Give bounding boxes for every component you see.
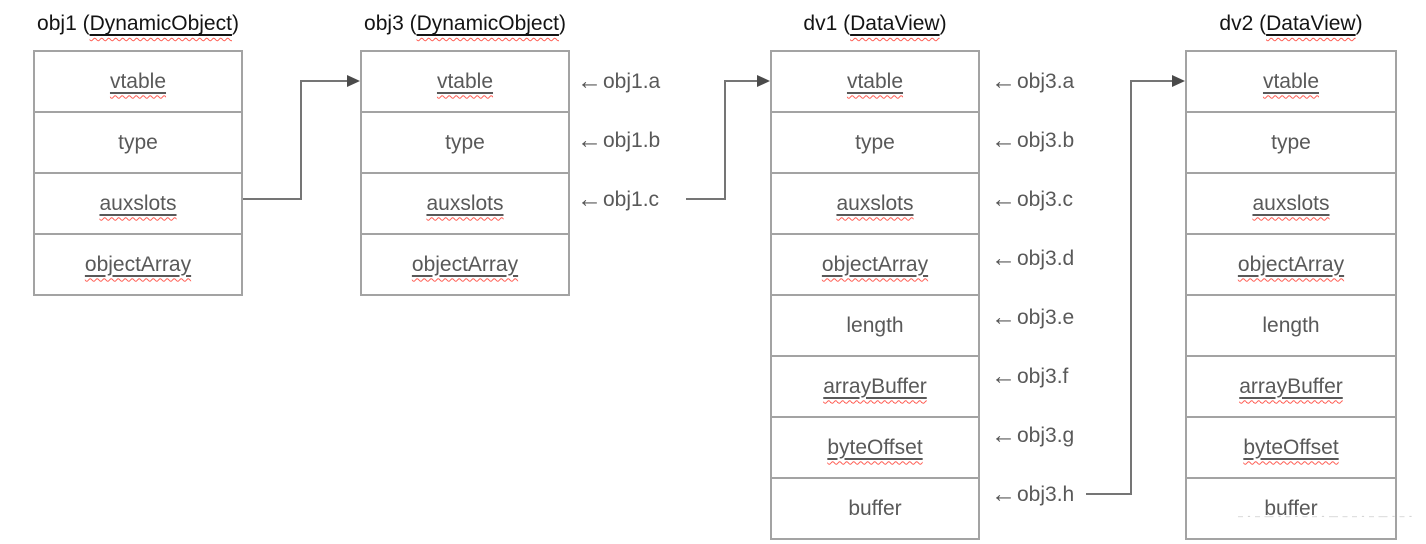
field-row-auxslots: auxslots [35,172,241,233]
pointer-label-text: obj3.f [1017,364,1069,388]
field-row-auxslots: auxslots [362,172,568,233]
title-suffix: ) [939,12,947,35]
field-row-objectArray: objectArray [362,233,568,294]
connector-obj1auxslots-obj3-v [300,80,302,200]
pointer-label-obj3.g: ←obj3.g [991,406,1074,465]
title-suffix: ) [558,12,566,35]
field-row-objectArray: objectArray [1187,233,1395,294]
field-row-vtable: vtable [436,69,494,93]
pointer-label-text: obj3.g [1017,423,1075,447]
connector-obj1c-dv1-v [724,80,726,200]
field-row-objectArray: objectArray [772,233,978,294]
connector-obj1auxslots-obj3-h2 [300,80,347,82]
table-title-obj3: obj3 (DynamicObject) [364,12,566,36]
field-row-byteOffset: byteOffset [772,416,978,477]
pointer-labels-dv1: ←obj3.a←obj3.b←obj3.c←obj3.d←obj3.e←obj3… [991,52,1074,524]
connector-obj1c-dv1-h1 [686,198,726,200]
field-row-buffer: buffer [772,477,978,538]
field-row-type: type [362,111,568,172]
pointer-label-obj1.b: ←obj1.b [577,111,660,170]
arrowhead-into-dv2-vtable [1172,75,1185,87]
pointer-label-text: obj3.a [1017,69,1075,93]
field-row-objectArray: objectArray [35,233,241,294]
pointer-label-text: obj1.c [603,187,660,211]
table-title-dv1: dv1 (DataView) [803,12,946,36]
field-row-type: type [35,111,241,172]
connector-obj1auxslots-obj3-h1 [243,198,301,200]
table-title-dv2: dv2 (DataView) [1219,12,1362,36]
field-row-byteOffset: byteOffset [1187,416,1395,477]
pointer-label-text: obj3.e [1017,305,1075,329]
field-row-buffer: buffer [1187,477,1395,538]
table-title-obj1: obj1 (DynamicObject) [37,12,239,36]
field-row-length: length [772,294,978,355]
pointer-label-text: obj3.c [1017,187,1074,211]
field-row-auxslots: auxslots [1187,172,1395,233]
left-arrow-icon: ← [991,244,1016,272]
left-arrow-icon: ← [991,303,1016,331]
connector-obj3h-dv2-h2 [1130,80,1172,82]
title-prefix: dv2 ( [1219,12,1267,35]
pointer-label-text: obj3.b [1017,128,1075,152]
left-arrow-icon: ← [991,185,1016,213]
title-type-name: DataView [1266,12,1356,35]
title-type-name: DataView [850,12,940,35]
pointer-label-obj1.c: ←obj1.c [577,170,660,229]
field-row-type: type [1187,111,1395,172]
left-arrow-icon: ← [991,480,1016,508]
field-row-arrayBuffer: arrayBuffer [1187,355,1395,416]
pointer-label-text: obj3.d [1017,246,1075,270]
left-arrow-icon: ← [577,126,602,154]
title-type-name: DynamicObject [416,12,559,35]
connector-obj3h-dv2-v [1130,80,1132,495]
pointer-label-obj3.c: ←obj3.c [991,170,1074,229]
watermark: – - – — - – - – – - — – – - – — - – - – … [1238,511,1416,521]
title-suffix: ) [231,12,239,35]
pointer-label-obj3.d: ←obj3.d [991,229,1074,288]
pointer-label-text: obj3.h [1017,482,1075,506]
pointer-label-text: obj1.a [603,69,661,93]
title-prefix: dv1 ( [803,12,851,35]
pointer-label-obj3.b: ←obj3.b [991,111,1074,170]
left-arrow-icon: ← [991,421,1016,449]
pointer-label-obj1.a: ←obj1.a [577,52,660,111]
field-row-arrayBuffer: arrayBuffer [772,355,978,416]
title-suffix: ) [1355,12,1363,35]
pointer-label-obj3.f: ←obj3.f [991,347,1074,406]
left-arrow-icon: ← [991,67,1016,95]
field-row-vtable: vtable [1262,69,1320,93]
title-type-name: DynamicObject [89,12,232,35]
field-row-length: length [1187,294,1395,355]
field-row-type: type [772,111,978,172]
pointer-label-obj3.a: ←obj3.a [991,52,1074,111]
left-arrow-icon: ← [577,67,602,95]
arrowhead-into-obj3-vtable [347,75,360,87]
connector-obj1c-dv1-h2 [724,80,757,82]
pointer-label-obj3.e: ←obj3.e [991,288,1074,347]
title-prefix: obj1 ( [37,12,90,35]
left-arrow-icon: ← [991,362,1016,390]
left-arrow-icon: ← [577,185,602,213]
pointer-label-text: obj1.b [603,128,661,152]
pointer-label-obj3.h: ←obj3.h [991,465,1074,524]
field-row-auxslots: auxslots [772,172,978,233]
field-row-vtable: vtable [846,69,904,93]
title-prefix: obj3 ( [364,12,417,35]
left-arrow-icon: ← [991,126,1016,154]
connector-obj3h-dv2-h1 [1086,493,1132,495]
arrowhead-into-dv1-vtable [757,75,770,87]
pointer-labels-obj3: ←obj1.a←obj1.b←obj1.c [577,52,660,229]
field-row-vtable: vtable [109,69,167,93]
